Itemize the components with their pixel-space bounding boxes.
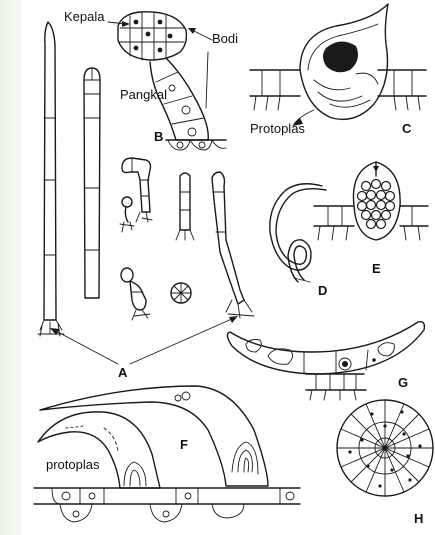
hair-curved-tall: [212, 172, 254, 318]
hair-a1: [44, 22, 56, 320]
label-d: D: [318, 284, 327, 297]
small-hairs: [120, 158, 194, 320]
label-pangkal: Pangkal: [120, 88, 167, 101]
label-e: E: [372, 262, 381, 275]
hooked-hair-left: [38, 412, 160, 488]
label-b: B: [154, 130, 163, 143]
label-a: A: [118, 366, 127, 379]
figure-d-coiled-hair: [270, 184, 326, 282]
label-kepala: Kepala: [64, 10, 104, 23]
label-bodi: Bodi: [212, 32, 238, 45]
figure-a-hairs: [38, 22, 238, 364]
figure-h-radial-scale: [337, 400, 433, 496]
figure-c-sunken-gland: [250, 4, 426, 126]
label-protoplas-c: Protoplas: [250, 122, 305, 135]
figure-g-t-hair: [227, 322, 424, 400]
gland-head: [118, 12, 186, 60]
label-protoplas-f: protoplas: [46, 458, 99, 471]
hair-a2: [84, 68, 100, 298]
label-f: F: [180, 438, 188, 451]
figure-e-peltate-gland: [314, 162, 428, 240]
figure-b-glandular: [108, 12, 226, 150]
figure-f-hooked-hairs: [34, 386, 300, 522]
label-h: H: [414, 512, 423, 525]
label-g: G: [398, 376, 408, 389]
small-hair-1: [122, 158, 151, 212]
label-c: C: [402, 122, 411, 135]
